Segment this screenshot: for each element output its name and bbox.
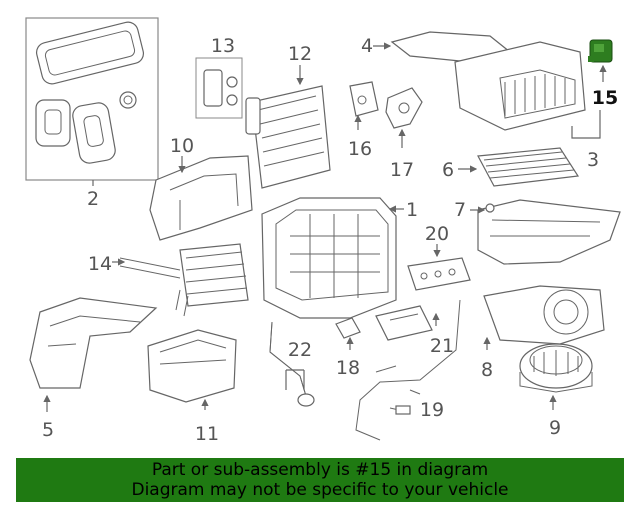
callout-3: 3 (587, 149, 599, 171)
callout-5: 5 (42, 419, 54, 441)
part-13-valve-kit (195, 57, 243, 119)
callout-12: 12 (288, 43, 312, 65)
part-5-duct (29, 297, 158, 389)
part-12-evaporator (245, 85, 331, 189)
callout-15: 15 (592, 87, 618, 109)
part-17-actuator (385, 87, 423, 129)
callout-7: 7 (454, 199, 466, 221)
banner-line-1: Part or sub-assembly is #15 in diagram (151, 460, 489, 480)
callout-1: 1 (406, 199, 418, 221)
part-16-actuator (349, 81, 379, 117)
callout-2: 2 (87, 188, 99, 210)
part-8-blower-housing (483, 285, 605, 345)
callout-16: 16 (348, 138, 372, 160)
callout-4: 4 (361, 35, 373, 57)
notice-banner: Part or sub-assembly is #15 in diagram D… (16, 458, 624, 502)
part-21-module (375, 305, 433, 341)
parts-diagram: 2 13 12 4 3 15 16 (25, 17, 621, 445)
banner-line-2: Diagram may not be specific to your vehi… (131, 480, 509, 500)
part-7-lower-case (477, 199, 621, 265)
part-22-hose (269, 321, 315, 407)
callout-10: 10 (170, 135, 194, 157)
part-20-control-panel (407, 257, 471, 291)
part-14-heater-core (119, 243, 249, 317)
part-2-seal-kit (25, 17, 159, 181)
part-9-blower-motor (519, 343, 593, 393)
callout-18: 18 (336, 357, 360, 379)
callout-13: 13 (211, 35, 235, 57)
part-11-housing (147, 329, 237, 403)
callout-19: 19 (420, 399, 444, 421)
callout-14: 14 (88, 253, 112, 275)
part-19-wire-harness (355, 299, 461, 441)
callout-22: 22 (288, 339, 312, 361)
part-1-hvac-case (261, 197, 397, 319)
part-6-filter (477, 147, 580, 187)
part-10-housing (149, 155, 253, 241)
callout-6: 6 (442, 159, 454, 181)
part-3-upper-case (454, 41, 586, 131)
callout-9: 9 (549, 417, 561, 439)
part-18-sensor (335, 317, 361, 339)
callout-11: 11 (195, 423, 219, 445)
callout-8: 8 (481, 359, 493, 381)
callout-20: 20 (425, 223, 449, 245)
part-15-module (588, 39, 613, 63)
callout-17: 17 (390, 159, 414, 181)
callout-21: 21 (430, 335, 454, 357)
